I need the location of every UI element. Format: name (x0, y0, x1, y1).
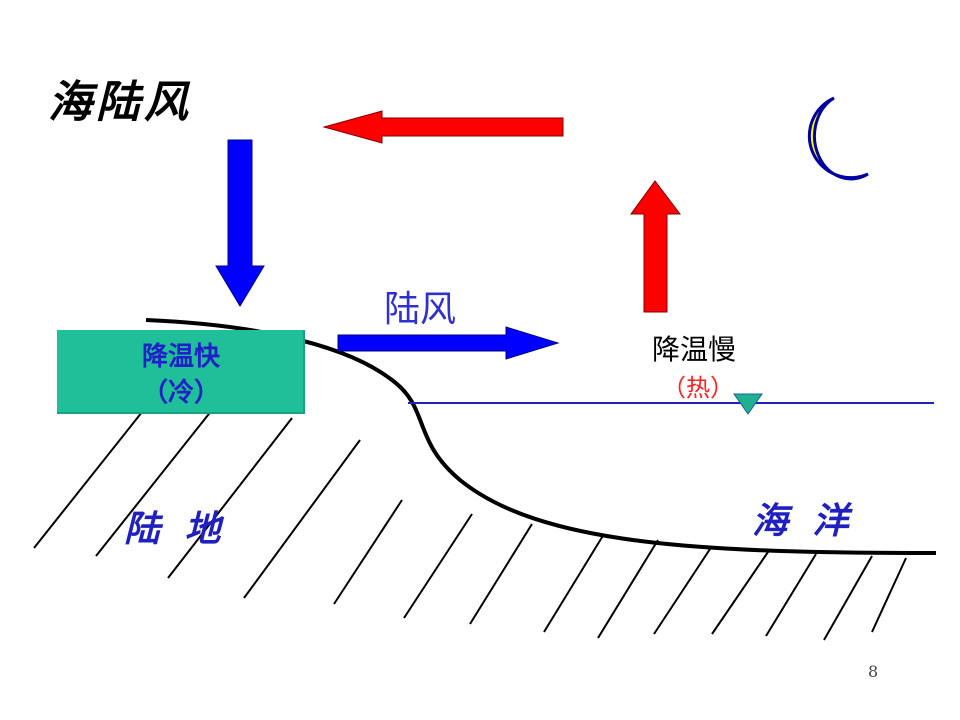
rising-air-arrow (630, 180, 682, 313)
land-cold-label: （冷） (141, 378, 220, 408)
ground-hatching (33, 401, 907, 641)
land-wind-label: 陆风 (384, 289, 457, 330)
ocean-label: 海 洋 (752, 500, 855, 542)
land-label: 陆 地 (124, 508, 227, 550)
land-wind-arrow (337, 326, 560, 360)
sea-cooling-label: 降温慢 (652, 333, 737, 366)
water-level-triangle-icon (733, 393, 763, 415)
descending-air-arrow (215, 139, 265, 307)
upper-return-flow-arrow (322, 110, 564, 144)
land-cooling-label: 降温快 (141, 342, 220, 372)
page-number: 8 (868, 662, 879, 681)
sea-warm-label: （热） (662, 374, 734, 402)
crescent-moon-icon (807, 96, 869, 181)
page-title: 海陆风 (48, 77, 192, 128)
land-temperature-box (57, 330, 305, 414)
